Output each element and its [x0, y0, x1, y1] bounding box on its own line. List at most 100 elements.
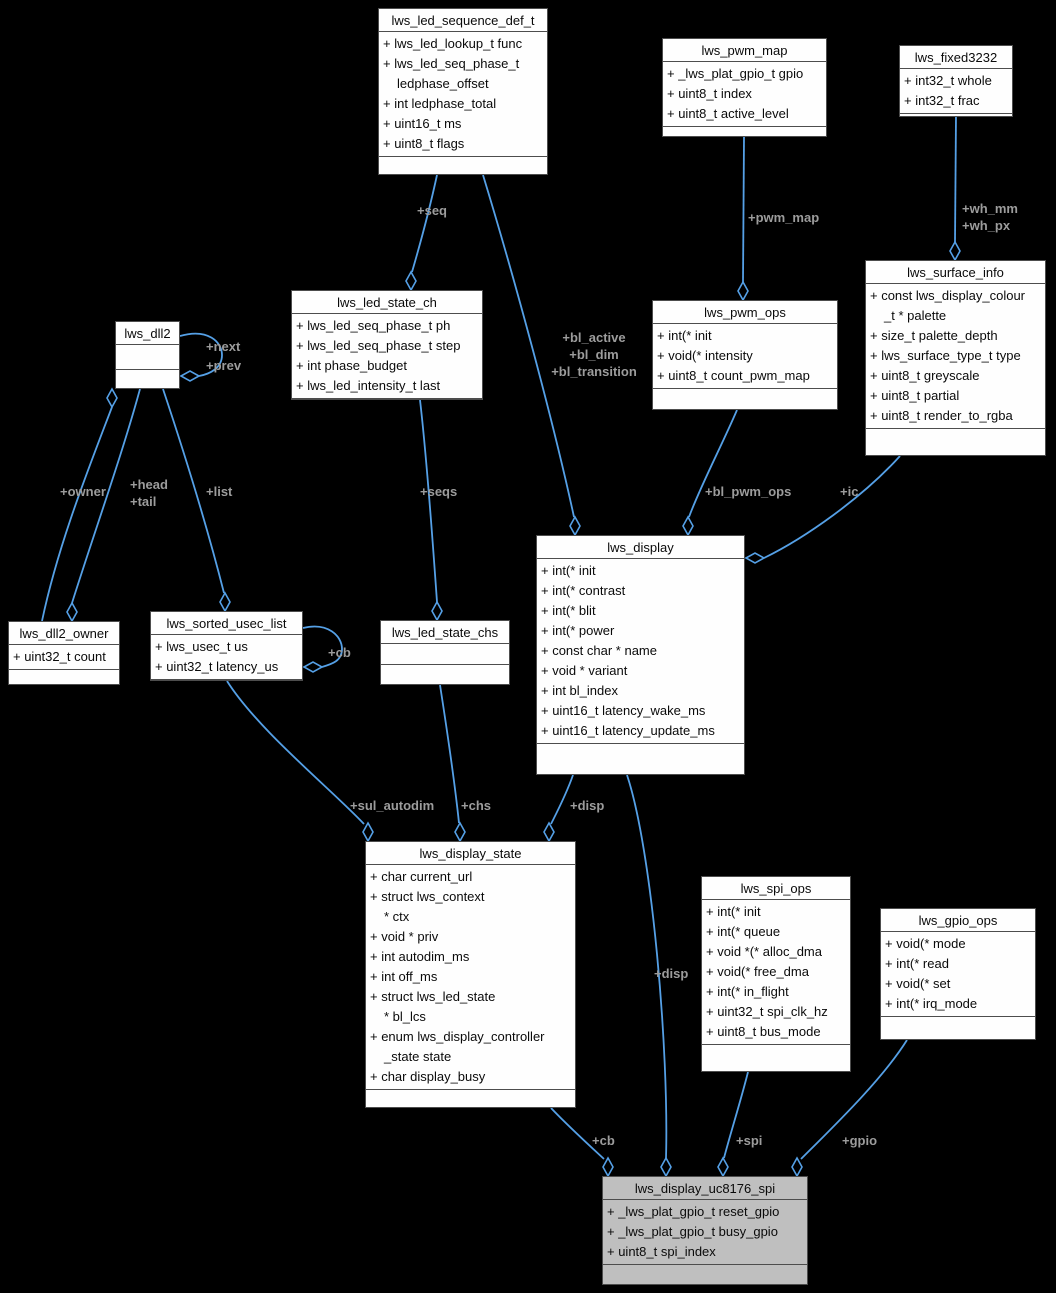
class-footer-section: [603, 1264, 807, 1284]
diamond-spi: [717, 1156, 729, 1178]
class-member: + void * variant: [541, 663, 628, 678]
class-title: lws_fixed3232: [900, 46, 1012, 69]
class-footer-section: [116, 369, 179, 388]
class-member: + const lws_display_colour _t * palette: [870, 288, 1025, 323]
class-member: + void(* intensity: [657, 348, 753, 363]
class-lws_led_state_ch[interactable]: lws_led_state_ch + lws_led_seq_phase_t p…: [291, 290, 483, 400]
class-lws_display_uc8176_spi: lws_display_uc8176_spi + _lws_plat_gpio_…: [602, 1176, 808, 1285]
class-member: + uint32_t count: [13, 649, 106, 664]
class-member: + int autodim_ms: [370, 949, 470, 964]
class-title: lws_led_state_chs: [381, 621, 509, 644]
class-member: + enum lws_display_controller _state sta…: [370, 1029, 545, 1064]
class-member: + void(* set: [885, 976, 951, 991]
class-member: + uint8_t greyscale: [870, 368, 980, 383]
class-title: lws_pwm_map: [663, 39, 826, 62]
class-member: + void(* mode: [885, 936, 966, 951]
diamond-list: [219, 591, 231, 613]
class-members: + _lws_plat_gpio_t reset_gpio+ _lws_plat…: [603, 1200, 807, 1264]
class-lws_fixed3232[interactable]: lws_fixed3232 + int32_t whole+ int32_t f…: [899, 45, 1013, 117]
edge-label-next-prev: +next +prev: [206, 339, 242, 373]
class-lws_led_state_chs[interactable]: lws_led_state_chs: [380, 620, 510, 685]
class-title: lws_gpio_ops: [881, 909, 1035, 932]
edge-seqs: [419, 399, 438, 603]
class-member: + int(* in_flight: [706, 984, 789, 999]
diamond-seq: [405, 270, 417, 292]
class-member: + uint32_t latency_us: [155, 659, 279, 674]
diamond-bl-pwm-ops: [682, 515, 694, 537]
class-lws_pwm_ops[interactable]: lws_pwm_ops + int(* init+ void(* intensi…: [652, 300, 838, 410]
class-lws_dll2[interactable]: lws_dll2: [115, 321, 180, 389]
edge-label-seqs: +seqs: [420, 484, 458, 499]
class-members: + lws_led_lookup_t func+ lws_led_seq_pha…: [379, 32, 547, 156]
diamond-cb: [602, 1156, 614, 1178]
class-lws_led_sequence_def_t[interactable]: lws_led_sequence_def_t + lws_led_lookup_…: [378, 8, 548, 175]
edge-ic: [763, 455, 901, 559]
class-member: + int(* blit: [541, 603, 596, 618]
class-members: [381, 644, 509, 664]
class-lws_surface_info[interactable]: lws_surface_info + const lws_display_col…: [865, 260, 1046, 456]
class-member: + uint8_t flags: [383, 136, 465, 151]
class-member: + int(* init: [706, 904, 761, 919]
class-lws_dll2_owner[interactable]: lws_dll2_owner + uint32_t count: [8, 621, 120, 685]
edge-label-chs: +chs: [461, 798, 491, 813]
class-member: + int(* init: [541, 563, 596, 578]
class-member: + struct lws_led_state * bl_lcs: [370, 989, 496, 1024]
class-members: + int(* init+ int(* queue+ void *(* allo…: [702, 900, 850, 1044]
class-member: + _lws_plat_gpio_t reset_gpio: [607, 1204, 780, 1219]
class-member: + int ledphase_total: [383, 96, 497, 111]
class-lws_display_state[interactable]: lws_display_state + char current_url+ st…: [365, 841, 576, 1108]
class-lws_pwm_map[interactable]: lws_pwm_map + _lws_plat_gpio_t gpio+ uin…: [662, 38, 827, 137]
class-footer-section: [881, 1016, 1035, 1039]
class-title: lws_display: [537, 536, 744, 559]
class-members: + lws_led_seq_phase_t ph+ lws_led_seq_ph…: [292, 314, 482, 398]
edge-gpio: [800, 1039, 908, 1160]
class-members: + lws_usec_t us+ uint32_t latency_us: [151, 635, 302, 679]
class-member: + void * priv: [370, 929, 439, 944]
class-title: lws_sorted_usec_list: [151, 612, 302, 635]
diamond-dll2-self: [179, 370, 201, 382]
class-members: + uint32_t count: [9, 645, 119, 669]
class-title: lws_dll2: [116, 322, 179, 345]
class-members: + const lws_display_colour _t * palette +…: [866, 284, 1045, 428]
edge-sul-autodim: [226, 680, 365, 825]
class-title: lws_pwm_ops: [653, 301, 837, 324]
class-title: lws_surface_info: [866, 261, 1045, 284]
edge-label-sul-autodim: +sul_autodim: [350, 798, 435, 813]
class-footer-section: [151, 679, 302, 680]
edge-wh: [954, 114, 957, 243]
diamond-ic: [744, 552, 766, 564]
edge-spi: [723, 1071, 749, 1159]
diamond-chs: [454, 821, 466, 843]
class-member: + void *(* alloc_dma: [706, 944, 822, 959]
class-lws_spi_ops[interactable]: lws_spi_ops + int(* init+ int(* queue+ v…: [701, 876, 851, 1072]
edge-label-wh: +wh_mm +wh_px: [962, 201, 1018, 233]
class-footer-section: [9, 669, 119, 684]
class-lws_sorted_usec_list[interactable]: lws_sorted_usec_list + lws_usec_t us+ ui…: [150, 611, 303, 681]
edge-list: [162, 388, 225, 594]
edge-disp-uc: [626, 774, 668, 1159]
class-lws_gpio_ops[interactable]: lws_gpio_ops + void(* mode+ int(* read+ …: [880, 908, 1036, 1040]
class-member: + uint16_t ms: [383, 116, 462, 131]
class-member: + uint8_t render_to_rgba: [870, 408, 1013, 423]
class-title: lws_dll2_owner: [9, 622, 119, 645]
class-title: lws_led_sequence_def_t: [379, 9, 547, 32]
class-lws_display[interactable]: lws_display + int(* init + int(* contrast…: [536, 535, 745, 775]
class-members: [116, 345, 179, 369]
class-title: lws_spi_ops: [702, 877, 850, 900]
class-member: + lws_led_seq_phase_t ledphase_offset: [383, 56, 520, 91]
edge-head-tail: [71, 388, 141, 604]
diamond-wh: [949, 240, 961, 262]
class-title: lws_display_uc8176_spi: [603, 1177, 807, 1200]
edge-label-ic: +ic: [840, 484, 859, 499]
edge-label-seq: +seq: [417, 203, 447, 218]
class-member: + char display_busy: [370, 1069, 486, 1084]
class-title: lws_led_state_ch: [292, 291, 482, 314]
class-member: + uint8_t spi_index: [607, 1244, 716, 1259]
class-member: + void(* free_dma: [706, 964, 809, 979]
class-member: + uint8_t bus_mode: [706, 1024, 821, 1039]
class-member: + int(* contrast: [541, 583, 626, 598]
edge-label-disp-uc: +disp: [654, 966, 689, 981]
diamond-bl-group: [569, 515, 581, 537]
diamond-sorted-self: [302, 661, 324, 673]
